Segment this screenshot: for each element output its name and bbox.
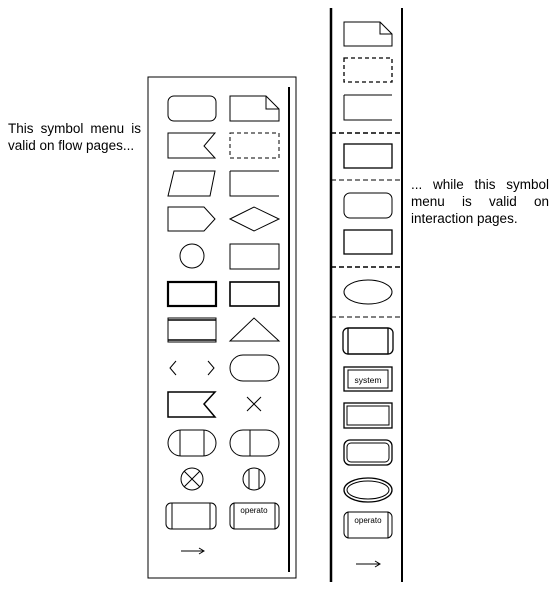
x-circle-symbol[interactable]: [180, 467, 204, 491]
thick-rect-symbol[interactable]: [166, 280, 218, 308]
rounded-rect-symbol[interactable]: [343, 192, 393, 219]
medium-rect-symbol[interactable]: [229, 281, 280, 307]
triangle-symbol[interactable]: [228, 317, 281, 342]
operator-symbol-label: operato: [354, 516, 382, 525]
parallelogram-symbol[interactable]: [167, 170, 216, 197]
ellipse-symbol[interactable]: [343, 279, 393, 305]
connector-arrow-symbol[interactable]: [181, 547, 205, 555]
rect-symbol[interactable]: [343, 143, 393, 169]
flow-symbol-menu: operato: [147, 76, 297, 579]
rect-symbol[interactable]: [343, 229, 393, 255]
interaction-symbol-menu: system operato: [329, 8, 403, 582]
cross-symbol[interactable]: [246, 396, 262, 412]
document-symbol[interactable]: [343, 21, 393, 47]
diamond-symbol[interactable]: [228, 206, 281, 232]
angle-brackets-symbol[interactable]: [169, 360, 215, 376]
thick-flag-symbol[interactable]: [167, 391, 217, 418]
operator-symbol-label: operato: [240, 506, 268, 515]
connector-arrow-symbol[interactable]: [356, 560, 381, 568]
open-rect-symbol[interactable]: [343, 94, 392, 121]
system-symbol[interactable]: [343, 366, 393, 392]
interaction-menu-caption: ... while this symbol menu is valid on i…: [411, 177, 549, 226]
pentagon-arrow-symbol[interactable]: [167, 206, 216, 232]
split-circle-symbol[interactable]: [242, 467, 266, 491]
double-rect-symbol[interactable]: [167, 317, 217, 343]
dashed-rect-symbol[interactable]: [343, 57, 393, 83]
rounded-divided-symbol[interactable]: [167, 429, 217, 457]
rect-symbol[interactable]: [229, 243, 280, 270]
flow-menu-caption: This symbol menu is valid on flow pages.…: [8, 121, 141, 153]
double-rounded-rect-symbol[interactable]: [343, 439, 393, 466]
document-symbol[interactable]: [229, 95, 280, 122]
dashed-rect-symbol[interactable]: [229, 132, 280, 159]
rounded-rect-symbol[interactable]: [167, 95, 217, 122]
process-symbol[interactable]: [342, 327, 394, 355]
flag-symbol[interactable]: [167, 132, 217, 159]
rounded-split-symbol[interactable]: [229, 429, 280, 457]
stadium-symbol[interactable]: [229, 354, 280, 382]
flow-menu-frame: [147, 76, 297, 579]
process-symbol[interactable]: [165, 502, 217, 530]
system-symbol-label: system: [355, 375, 382, 385]
double-border-rect-symbol[interactable]: [343, 402, 393, 429]
open-rect-symbol[interactable]: [229, 170, 279, 197]
circle-symbol[interactable]: [179, 243, 205, 269]
double-ellipse-symbol[interactable]: [343, 477, 393, 503]
